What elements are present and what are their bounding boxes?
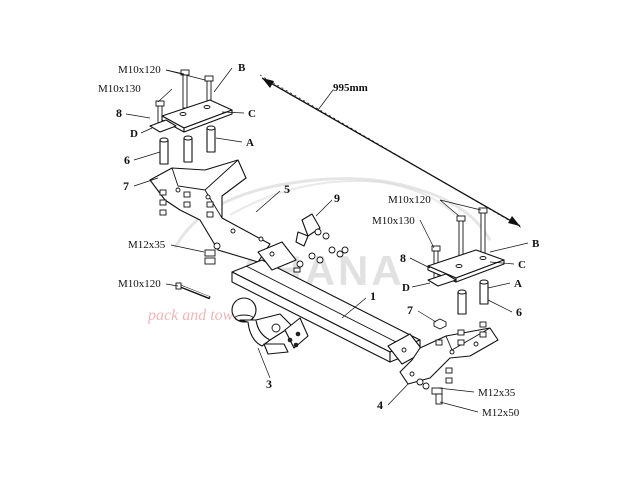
right-bracket-group <box>399 207 505 405</box>
left-spacer-1 <box>159 139 169 165</box>
label-8-right: 8 <box>400 251 406 265</box>
label-m10x130-left: M10x130 <box>98 83 141 95</box>
left-spacer-2 <box>183 137 193 163</box>
label-b-right: B <box>532 238 540 250</box>
label-c-left: C <box>248 108 256 120</box>
label-c-right: C <box>518 259 526 271</box>
label-b-left: B <box>238 62 246 74</box>
label-m10x120-left: M10x120 <box>118 64 161 76</box>
label-m10x130-right: M10x130 <box>372 215 415 227</box>
label-9: 9 <box>334 191 340 205</box>
tow-ball-assembly <box>231 297 309 355</box>
left-bracket-fasteners <box>159 189 214 218</box>
left-spacer-3 <box>206 127 216 153</box>
label-m10x120-mid: M10x120 <box>118 278 161 290</box>
watermark-car-roof <box>229 179 456 216</box>
label-a-left: A <box>246 137 254 149</box>
label-d-right: D <box>402 282 410 294</box>
part-9-plate <box>293 213 349 273</box>
right-spacer-1 <box>457 291 467 315</box>
right-side-bracket <box>399 327 499 385</box>
label-m12x35-left: M12x35 <box>128 239 166 251</box>
m12x35-left-fasteners <box>204 242 221 265</box>
m10x120-mid-bolt <box>175 282 211 300</box>
label-a-right: A <box>514 278 522 290</box>
dimension-995: 995mm <box>259 74 523 229</box>
label-m10x120-right: M10x120 <box>388 194 431 206</box>
label-3: 3 <box>266 377 272 391</box>
label-5: 5 <box>284 182 290 196</box>
label-m12x50-right: M12x50 <box>482 407 520 419</box>
dimension-label: 995mm <box>333 82 368 94</box>
label-6-right: 6 <box>516 305 522 319</box>
left-bracket-group <box>149 69 271 263</box>
label-1: 1 <box>370 289 376 303</box>
label-8-left: 8 <box>116 106 122 120</box>
watermark-tagline: pack and tow <box>147 307 234 324</box>
label-4: 4 <box>377 398 383 412</box>
leader-lines <box>125 67 529 413</box>
tow-ball <box>231 297 257 323</box>
labels: M10x120 M10x130 B 8 C D A 6 7 5 9 M12x35… <box>98 62 540 419</box>
right-nut-7 <box>433 318 447 330</box>
right-spacer-2 <box>479 281 489 305</box>
label-m12x35-right: M12x35 <box>478 387 516 399</box>
label-6-left: 6 <box>124 153 130 167</box>
left-side-bracket <box>149 159 271 263</box>
label-d-left: D <box>130 128 138 140</box>
label-7-left: 7 <box>123 179 129 193</box>
label-7-right: 7 <box>407 303 413 317</box>
